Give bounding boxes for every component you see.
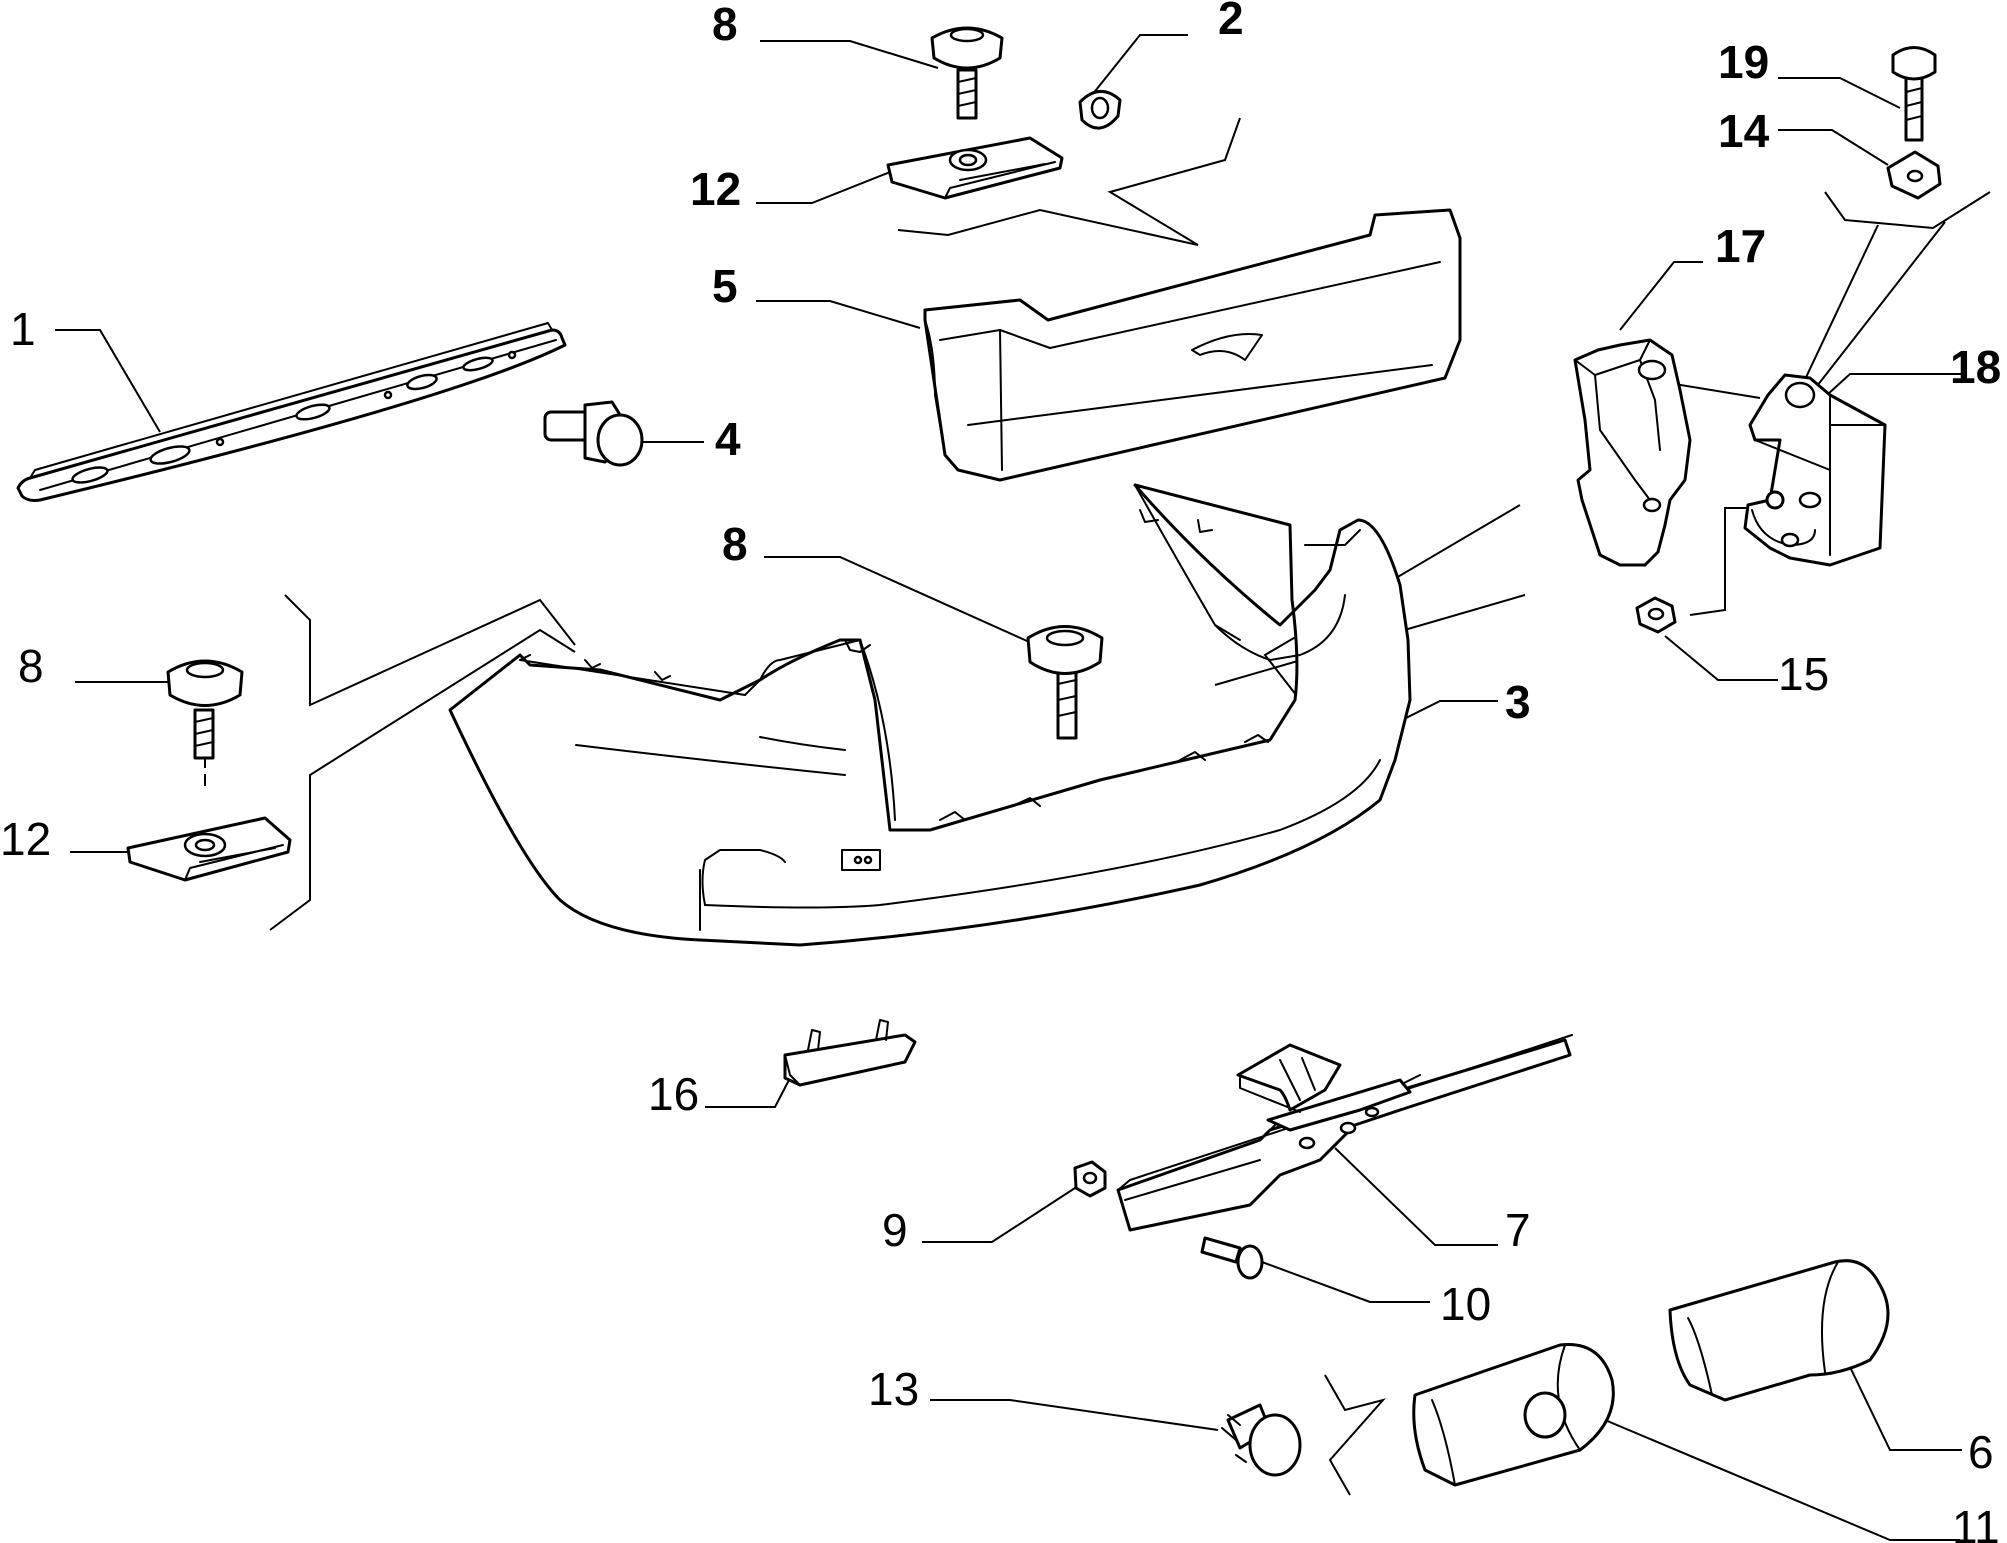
callout-10: 10 <box>1440 1278 1491 1330</box>
callout-12-left: 12 <box>0 813 51 865</box>
callout-8-top: 8 <box>712 0 738 50</box>
part-18-rear-bracket <box>1743 373 1887 567</box>
callout-1: 1 <box>10 303 36 355</box>
part-5-upper-bumper-cover <box>923 208 1462 482</box>
callout-11: 11 <box>1952 1501 2000 1543</box>
part-9-nut <box>1073 1160 1107 1198</box>
part-10-bolt <box>1200 1236 1264 1280</box>
part-3-main-bumper-shell <box>448 483 1412 947</box>
callout-9: 9 <box>882 1204 908 1256</box>
callout-4: 4 <box>715 413 741 465</box>
callout-5: 5 <box>712 260 738 312</box>
callout-8-left: 8 <box>18 640 44 692</box>
part-7-crossmember <box>1116 1034 1573 1232</box>
part-6-rubber-buffer <box>1668 1259 1890 1402</box>
part-8-fastener-mid <box>1026 625 1104 740</box>
callout-19: 19 <box>1718 36 1769 88</box>
part-8-fastener-top <box>930 26 1004 120</box>
callout-6: 6 <box>1968 1426 1994 1478</box>
part-16-reflector-clip <box>783 1019 917 1087</box>
part-14-clip <box>1886 150 1942 200</box>
callout-16: 16 <box>648 1068 699 1120</box>
part-12-clip-nut-left <box>126 816 292 882</box>
leader-lines <box>55 34 1991 1541</box>
part-15-nut <box>1635 596 1677 634</box>
callout-12-top: 12 <box>690 163 741 215</box>
callout-18: 18 <box>1950 341 2001 393</box>
part-19-bolt <box>1891 46 1937 142</box>
callout-17: 17 <box>1715 220 1766 272</box>
part-11-rubber-buffer <box>1412 1342 1615 1487</box>
callout-3: 3 <box>1505 676 1531 728</box>
part-2-washer <box>1078 90 1122 130</box>
callout-13: 13 <box>868 1363 919 1415</box>
part-8-fastener-left <box>166 659 244 760</box>
part-12-clip-nut-top <box>886 136 1064 200</box>
callout-7: 7 <box>1505 1204 1531 1256</box>
part-17-side-bracket <box>1573 338 1692 567</box>
part-4-bolt <box>543 400 644 467</box>
callout-14: 14 <box>1718 105 1770 157</box>
part-1-reinforcement-strip <box>16 322 567 502</box>
callout-8-mid: 8 <box>722 518 748 570</box>
callout-15: 15 <box>1778 648 1829 700</box>
callout-2: 2 <box>1218 0 1244 44</box>
part-13-plug <box>1221 1403 1302 1477</box>
